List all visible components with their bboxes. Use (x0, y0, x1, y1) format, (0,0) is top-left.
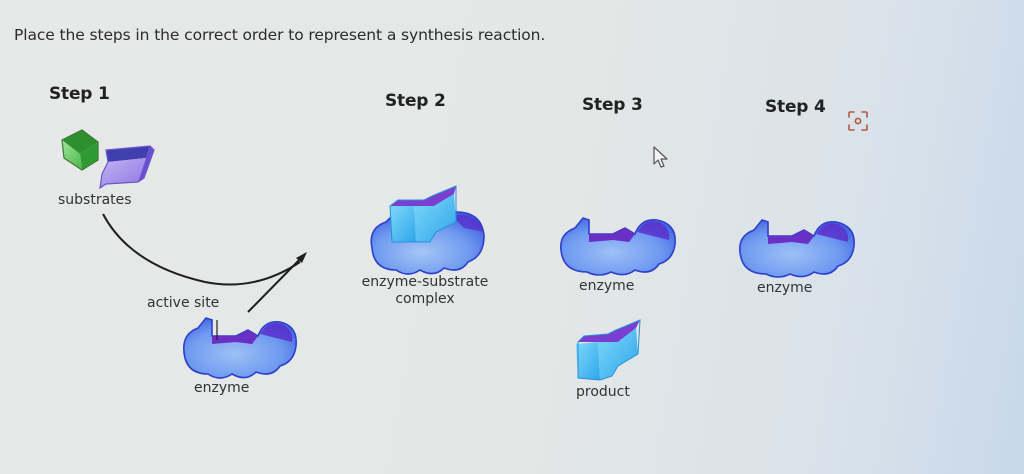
step-4-title: Step 4 (765, 97, 826, 117)
step-2-title: Step 2 (385, 91, 446, 111)
instruction-text: Place the steps in the correct order to … (14, 26, 546, 44)
complex-label-line-2: complex (395, 291, 455, 307)
step-3-title: Step 3 (582, 95, 643, 115)
enzyme-shape[interactable] (555, 214, 679, 278)
product-block[interactable] (572, 318, 644, 382)
enzyme-label-step-1: enzyme (194, 380, 250, 396)
active-site-label: active site (147, 295, 220, 311)
enzyme-label-step-3: enzyme (579, 278, 635, 294)
product-label: product (576, 384, 630, 400)
focus-frame-icon[interactable] (847, 110, 869, 132)
enzyme-substrate-complex[interactable] (364, 185, 490, 278)
complex-label-line-1: enzyme-substrate (361, 274, 489, 290)
purple-substrate-block[interactable] (96, 144, 156, 190)
green-substrate-cube[interactable] (58, 124, 102, 174)
step-1-title: Step 1 (49, 84, 110, 104)
substrates-label: substrates (58, 192, 132, 208)
complex-label: enzyme-substrate complex (350, 274, 500, 308)
enzyme-shape[interactable] (734, 216, 858, 280)
mouse-pointer-icon (652, 146, 670, 170)
enzyme-shape[interactable] (176, 312, 300, 382)
enzyme-label-step-4: enzyme (757, 280, 813, 296)
